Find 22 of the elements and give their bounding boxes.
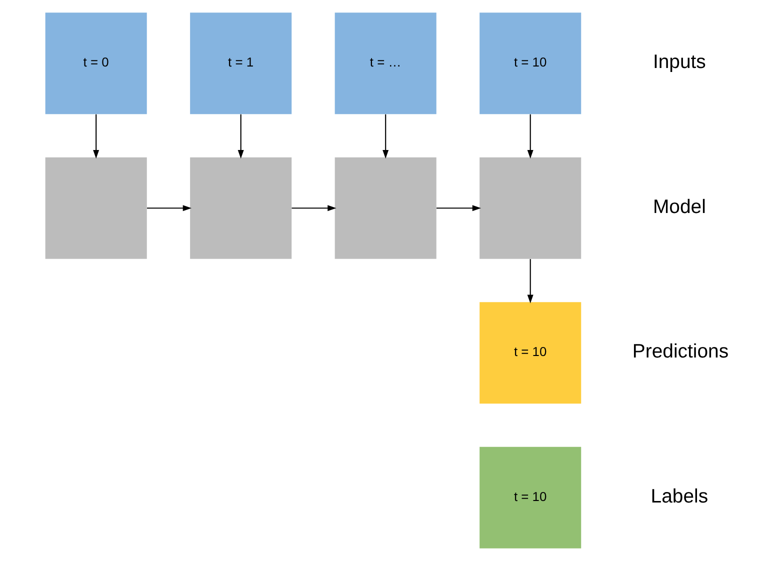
label: Labels: [650, 485, 708, 508]
node-box: t = 10: [479, 12, 581, 114]
arrow: [146, 205, 192, 212]
arrow: [237, 114, 244, 159]
node-box: [190, 157, 292, 259]
arrow: [526, 259, 533, 304]
arrow: [526, 114, 533, 159]
node-box: t = 1: [190, 12, 292, 114]
node-box: t = …: [334, 12, 436, 114]
arrow: [291, 205, 336, 212]
label: Inputs: [652, 51, 706, 74]
label: Model: [652, 196, 706, 218]
node-box: t = 10: [479, 302, 581, 404]
arrow: [382, 114, 388, 159]
node-box: t = 10: [479, 446, 581, 548]
node-box: [334, 157, 436, 259]
arrow: [92, 114, 99, 159]
node-box: [44, 157, 146, 259]
arrow: [436, 205, 481, 212]
label: Predictions: [632, 340, 728, 363]
node-box: [479, 157, 581, 259]
node-box: t = 0: [44, 12, 146, 114]
